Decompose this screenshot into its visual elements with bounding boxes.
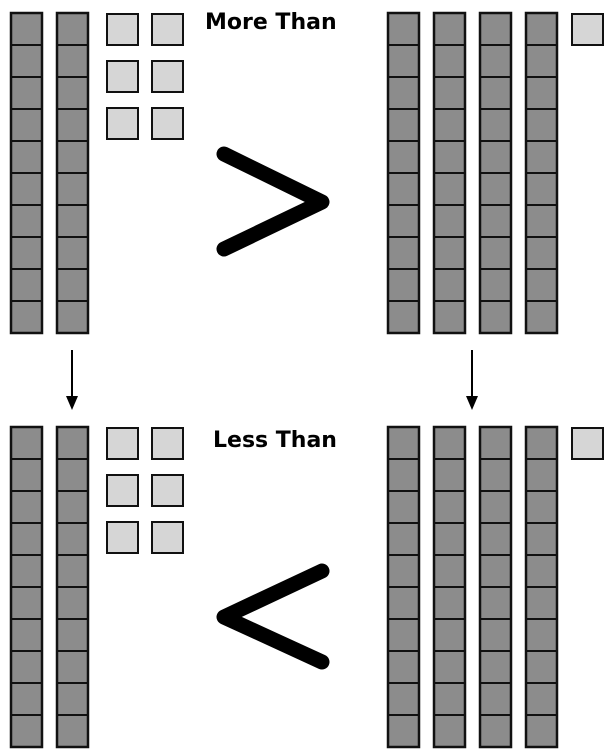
ten-rod xyxy=(478,11,513,335)
ten-rod xyxy=(386,425,421,749)
ten-rod xyxy=(432,425,467,749)
down-arrow-right xyxy=(466,350,478,410)
ten-rod xyxy=(55,425,90,749)
unit-cube xyxy=(106,521,139,554)
unit-cube xyxy=(151,427,184,460)
unit-cube xyxy=(151,60,184,93)
unit-cube xyxy=(151,474,184,507)
ten-rod xyxy=(478,425,513,749)
unit-cube xyxy=(106,60,139,93)
greater-than-symbol xyxy=(216,146,330,257)
top-left-base-ten-blocks xyxy=(9,11,184,335)
ten-rod xyxy=(9,425,44,749)
unit-cube xyxy=(106,427,139,460)
unit-cube xyxy=(151,107,184,140)
unit-cube xyxy=(151,521,184,554)
less-than-symbol xyxy=(216,563,330,670)
ten-rod xyxy=(55,11,90,335)
unit-cube xyxy=(106,107,139,140)
unit-cube xyxy=(571,427,604,460)
down-arrow-left xyxy=(66,350,78,410)
unit-cube xyxy=(571,13,604,46)
ten-rod xyxy=(432,11,467,335)
bottom-left-base-ten-blocks xyxy=(9,425,184,749)
unit-cube xyxy=(106,13,139,46)
bottom-right-base-ten-blocks xyxy=(386,425,604,749)
ten-rod xyxy=(9,11,44,335)
top-right-base-ten-blocks xyxy=(386,11,604,335)
ten-rod xyxy=(386,11,421,335)
ten-rod xyxy=(524,425,559,749)
ten-rod xyxy=(524,11,559,335)
less-than-label: Less Than xyxy=(213,428,337,453)
unit-cube xyxy=(151,13,184,46)
more-than-label: More Than xyxy=(205,10,337,35)
unit-cube xyxy=(106,474,139,507)
